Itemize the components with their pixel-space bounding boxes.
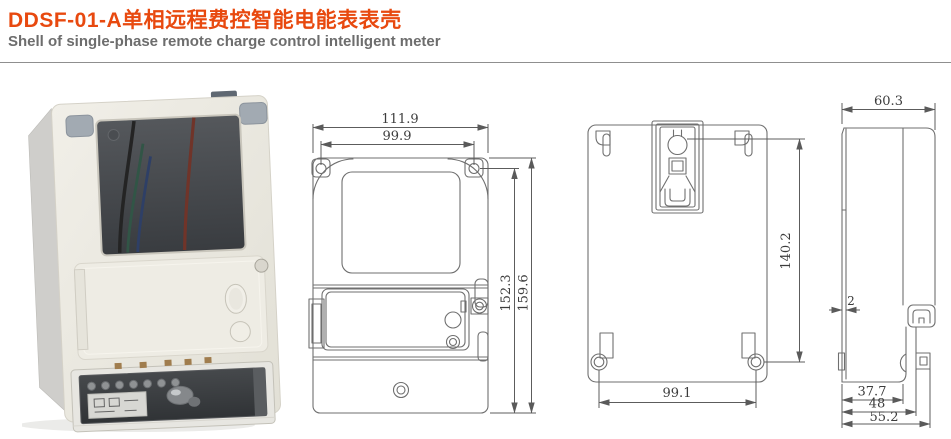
dim-back-screw-spacing: 99.1 — [663, 386, 692, 401]
bottom-screw-inner — [396, 385, 406, 395]
screw-hole-right-inner — [750, 356, 762, 368]
wiring-diagram-marks — [93, 397, 139, 413]
latch-inner — [912, 309, 931, 324]
mid-band-bottom — [312, 356, 489, 361]
display-button-inner — [228, 287, 243, 310]
dim-side-mid-depth: 48 — [869, 397, 886, 412]
side-dimensions — [829, 103, 936, 428]
clip-bracket — [915, 352, 931, 370]
seal-screw-bracket — [470, 297, 489, 315]
dim-front-mounting-height: 152.3 — [499, 274, 514, 311]
nameplate-outer — [321, 288, 470, 351]
corner-cap-left — [65, 114, 94, 138]
side-view-drawing: 60.3 2 37.7 48 55.2 — [829, 94, 936, 428]
side-bottom-edge — [841, 372, 907, 383]
keyhole — [667, 134, 688, 156]
dim-side-depth: 60.3 — [874, 94, 903, 109]
corner-arc-right — [447, 158, 489, 200]
screw-hole-left-outer — [590, 353, 608, 371]
header-divider — [0, 62, 951, 63]
button-small-inner — [448, 337, 458, 347]
side-top-edge — [843, 127, 936, 138]
front-outline-group — [308, 157, 489, 414]
back-outline — [587, 124, 768, 383]
back-view-drawing: 140.2 99.1 — [587, 120, 805, 408]
notch — [460, 300, 467, 313]
terminal-block — [70, 356, 276, 433]
hanger-square-inner — [671, 160, 684, 172]
nameplate-inner — [325, 291, 466, 348]
page-title: DDSF-01-A单相远程费控智能电能表表壳 — [8, 9, 402, 32]
product-photo — [22, 90, 281, 433]
front-dimensions — [312, 124, 536, 414]
round-button — [229, 321, 251, 343]
clip-bracket-inner — [919, 356, 928, 366]
bottom-screw-outer — [392, 381, 410, 399]
terminal-screws — [87, 378, 180, 391]
right-tab-upper — [474, 278, 489, 308]
cover-bottom-edge — [73, 416, 276, 427]
brass-contacts — [114, 356, 212, 370]
dim-side-bottom-depth: 55.2 — [870, 410, 899, 425]
button-large — [444, 311, 462, 329]
corner-arc-left — [312, 158, 354, 200]
seal-lead-highlight — [170, 389, 181, 396]
page-subtitle: Shell of single-phase remote charge cont… — [8, 33, 441, 50]
wiring-label — [87, 391, 148, 419]
button-small-outer — [445, 334, 461, 350]
hanger-inner — [659, 126, 696, 208]
front-view-drawing: 111.9 99.9 152.3 159.6 — [308, 112, 536, 414]
back-dimensions — [598, 138, 805, 408]
hanger-outer — [651, 120, 704, 214]
latch-notch — [918, 317, 925, 324]
screw-hole-left-inner — [593, 356, 605, 368]
dim-front-mounting-width: 99.9 — [383, 129, 412, 144]
hanger-shoulders — [659, 175, 696, 193]
display-window — [341, 171, 461, 274]
side-left-tab — [837, 352, 846, 371]
hanger-square-outer — [668, 157, 687, 175]
dim-front-overall-width: 111.9 — [381, 112, 418, 127]
dim-side-wall-thickness: 2 — [847, 294, 855, 308]
dim-back-mount-height: 140.2 — [779, 232, 794, 269]
left-tab-inner — [311, 303, 322, 344]
mid-band-top — [312, 284, 489, 289]
back-outline-group — [587, 120, 768, 383]
dim-side-base-depth: 37.7 — [858, 385, 887, 400]
side-outline-group — [837, 127, 936, 383]
top-slot-left — [602, 133, 611, 157]
hanger-hook-outer — [664, 188, 691, 207]
hanger-mid — [655, 123, 700, 211]
mid-cover-hinge — [73, 268, 89, 351]
side-chamfer — [841, 127, 845, 135]
corner-bracket-right — [734, 130, 750, 146]
seal-screw-inner — [475, 301, 484, 311]
corner-bracket-left — [595, 130, 611, 146]
top-slot-right — [744, 133, 753, 157]
seal-screw — [254, 258, 269, 273]
dim-front-overall-height: 159.6 — [517, 274, 532, 311]
latch-outer — [907, 304, 936, 328]
window-hole — [107, 128, 120, 141]
internal-wires — [117, 117, 196, 253]
keyhole-neck — [672, 129, 683, 138]
hanger-hook-inner — [669, 188, 686, 202]
seal-lead-2 — [188, 396, 201, 407]
right-tab-lower — [477, 331, 489, 362]
meter-window — [95, 113, 247, 257]
corner-cap-right — [239, 102, 268, 125]
terminal-boss-arc — [899, 353, 907, 373]
left-tab-outer — [308, 298, 325, 349]
screw-hole-right-outer — [747, 353, 765, 371]
